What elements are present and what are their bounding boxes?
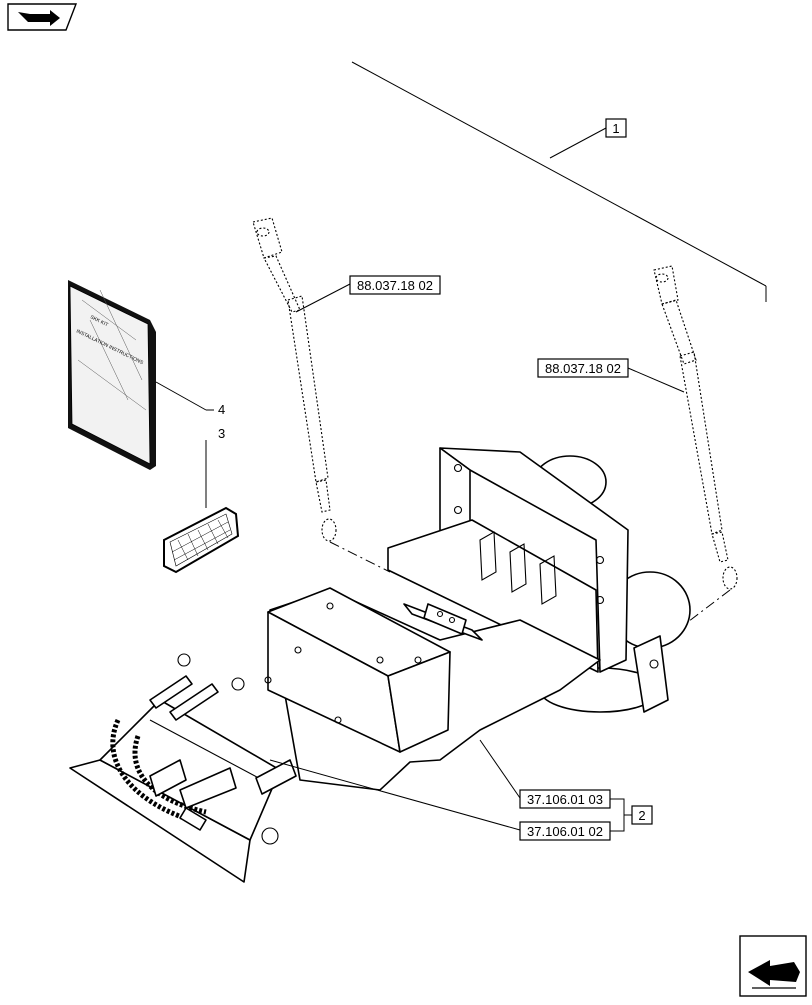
mounting-frame bbox=[69, 447, 691, 883]
item-2-box bbox=[631, 805, 653, 825]
page-back-arrow-icon[interactable] bbox=[7, 3, 78, 31]
ref-hydraulic-b[interactable]: 37.106.01 02 bbox=[527, 824, 603, 839]
installation-manual: SKK KIT INSTALLATION INSTRUCTIONS bbox=[68, 280, 156, 470]
ref-hydraulic-a[interactable]: 37.106.01 03 bbox=[527, 792, 603, 807]
ref-gas-spring-right[interactable]: 88.037.18 02 bbox=[545, 361, 621, 376]
gas-spring-left bbox=[252, 217, 337, 542]
item-1-bracket bbox=[351, 61, 767, 302]
item-1-box bbox=[605, 118, 627, 138]
item-4-label: 4 bbox=[218, 402, 225, 417]
ref-box-gas-spring-right[interactable] bbox=[537, 358, 629, 378]
hydraulic-hoses bbox=[110, 653, 297, 831]
item-2-label: 2 bbox=[638, 808, 645, 823]
gas-spring-right bbox=[653, 265, 738, 590]
item-2-brace bbox=[610, 798, 632, 832]
ref-box-gas-spring-left[interactable] bbox=[349, 275, 441, 295]
page-next-arrow-icon[interactable] bbox=[739, 935, 807, 997]
item-3-label: 3 bbox=[218, 426, 225, 441]
anti-slip-pad bbox=[163, 506, 240, 574]
item-1-label: 1 bbox=[612, 121, 619, 136]
ref-gas-spring-left[interactable]: 88.037.18 02 bbox=[357, 278, 433, 293]
